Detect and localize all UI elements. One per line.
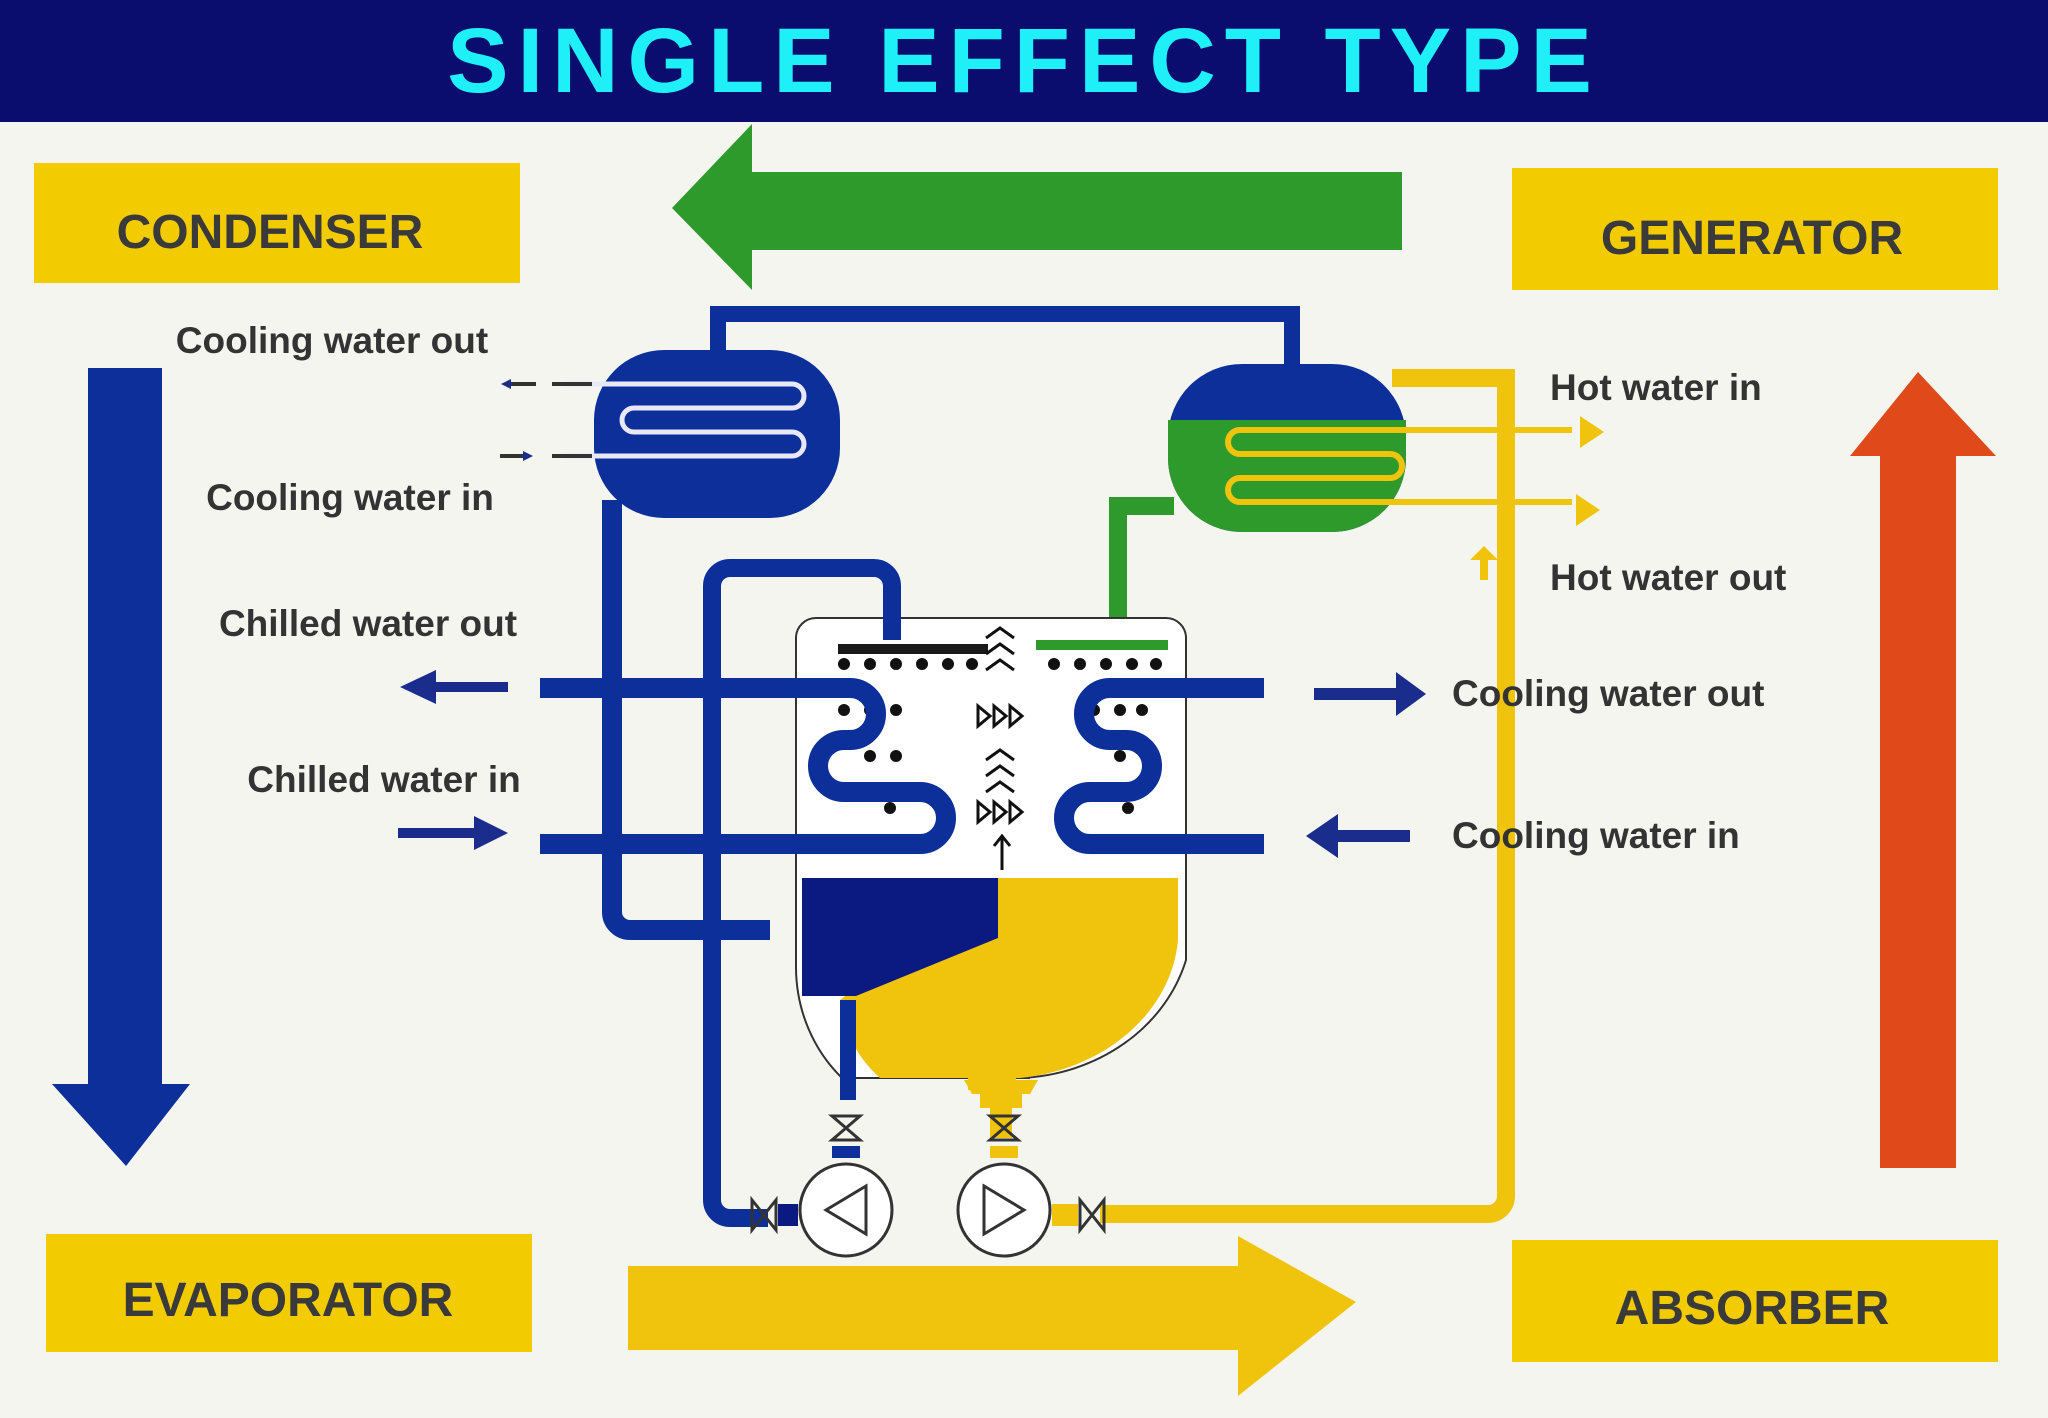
evaporator-sprayer-bar — [838, 644, 988, 654]
concentrated-solution-pipe — [1109, 497, 1174, 640]
hot-water-in-arrow — [1580, 416, 1604, 448]
absorber-cooling-out-label: Cooling water out — [1452, 673, 1764, 714]
generator-box: GENERATOR — [1512, 168, 1998, 290]
hot-water-in-label: Hot water in — [1550, 367, 1762, 408]
refrigerant-pump-connector — [778, 1204, 798, 1226]
condenser-label: CONDENSER — [117, 206, 424, 259]
hot-water-out-arrow — [1576, 494, 1600, 526]
page-title: SINGLE EFFECT TYPE — [447, 10, 1601, 112]
vapor-pipe — [710, 306, 1300, 380]
chilled-water-out-arrow — [400, 670, 508, 704]
solution-pump-outlet-valve — [1078, 1195, 1106, 1235]
refrigerant-recirculation-pipe — [703, 559, 901, 1227]
refrigerant-pump — [798, 1146, 894, 1258]
absorber-solution-pool — [840, 878, 1178, 1078]
hot-water-out-label: Hot water out — [1550, 557, 1786, 598]
chilled-water-in-label: Chilled water in — [247, 759, 520, 800]
absorber-tube-bundle — [1054, 678, 1264, 854]
condenser-drain-pipe — [602, 500, 770, 940]
generator-label: GENERATOR — [1601, 212, 1903, 265]
absorber-label: ABSORBER — [1615, 1282, 1890, 1335]
refrigerant-pump-inlet-valve — [750, 1195, 778, 1235]
hot-water-up-arrow — [1470, 546, 1498, 580]
solution-return-pipe — [1100, 369, 1515, 1223]
chilled-water-out-label: Chilled water out — [219, 603, 517, 644]
solution-pump-connector — [1052, 1204, 1078, 1226]
absorber-outlet — [964, 1080, 1038, 1108]
condenser-box: CONDENSER — [34, 163, 520, 283]
generator-to-condenser-arrow — [672, 124, 1402, 290]
solution-pump-valve — [985, 1114, 1023, 1142]
absorber-cooling-out-arrow — [1314, 672, 1426, 716]
refrigerant-pump-valve — [827, 1114, 865, 1142]
absorber-box: ABSORBER — [1512, 1240, 1998, 1362]
absorber-cooling-in-label: Cooling water in — [1452, 815, 1740, 856]
title-bar — [0, 0, 2048, 122]
vapor-flow-eliminators — [976, 626, 1025, 870]
condenser-cooling-out-label: Cooling water out — [176, 320, 488, 361]
condenser-vessel — [562, 350, 840, 518]
evaporator-to-absorber-arrow — [628, 1236, 1356, 1396]
evaporator-tube-bundle — [540, 678, 956, 854]
absorber-to-generator-arrow — [1850, 372, 1996, 1168]
condenser-to-evaporator-arrow — [52, 368, 190, 1166]
chilled-water-in-arrow — [398, 816, 508, 850]
solution-pump — [956, 1146, 1052, 1258]
absorber-cooling-in-arrow — [1306, 814, 1410, 858]
generator-vessel — [1168, 364, 1572, 532]
evaporator-label: EVAPORATOR — [123, 1274, 454, 1327]
evaporator-box: EVAPORATOR — [46, 1234, 532, 1352]
absorber-sprayer-bar — [1036, 640, 1168, 650]
condenser-cooling-in-label: Cooling water in — [206, 477, 494, 518]
evaporator-refrigerant-pool — [802, 878, 998, 996]
